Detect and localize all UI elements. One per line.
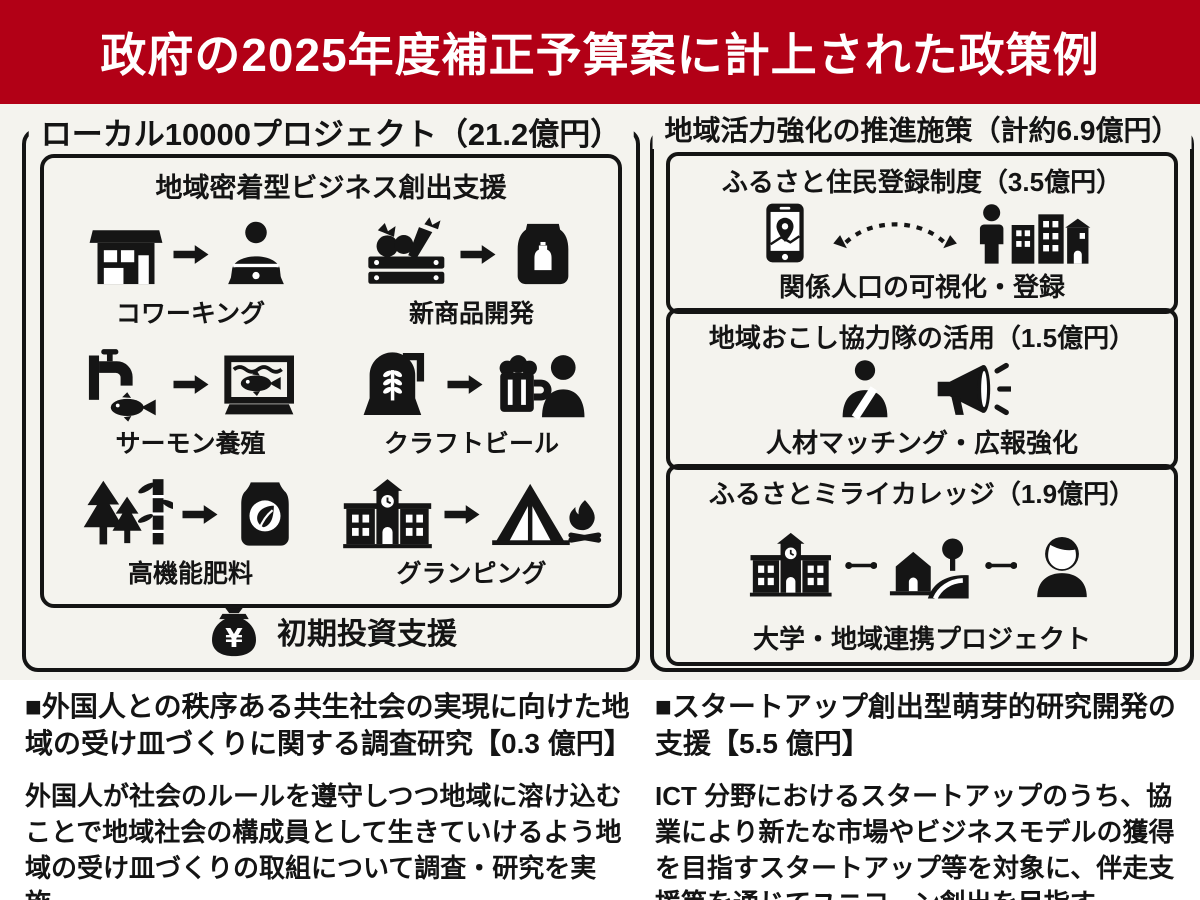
arrow-icon: [444, 504, 480, 524]
title-banner: 政府の2025年度補正予算案に計上された政策例: [0, 0, 1200, 104]
regional-vitality-panel: 地域活力強化の推進施策（計約6.9億円） ふるさと住民登録制度（3.5億円）: [650, 109, 1194, 672]
smartphone-map-icon: [766, 203, 804, 263]
regional-vitality-panel-title: 地域活力強化の推進施策（計約6.9億円）: [652, 109, 1192, 149]
note-heading: ■スタートアップ創出型萌芽的研究開発の支援【5.5 億円】: [655, 691, 1176, 760]
resident-registration-box: ふるさと住民登録制度（3.5億円）: [666, 152, 1178, 314]
item-label: グランピング: [396, 560, 547, 588]
item-label: サーモン養殖: [115, 430, 266, 458]
money-bag-icon: ¥: [212, 605, 256, 657]
box-title: ふるさとミライカレッジ（1.9億円）: [708, 479, 1136, 509]
cooperation-corps-box: 地域おこし協力隊の活用（1.5億円） 人材マッチング: [666, 308, 1178, 470]
business-support-title: 地域密着型ビジネス創出支援: [155, 173, 507, 203]
note-startup-support: ■スタートアップ創出型萌芽的研究開発の支援【5.5 億円】 ICT 分野における…: [655, 688, 1189, 900]
arrow-icon: [182, 504, 218, 524]
university-icon: [749, 532, 832, 597]
arrow-icon: [447, 374, 483, 394]
list-item: 高機能肥料: [50, 468, 331, 598]
note-body: 外国人が社会のルールを遵守しつつ地域に溶け込むことで地域社会の構成員として生きて…: [25, 781, 622, 900]
box-caption: 関係人口の可視化・登録: [778, 272, 1065, 302]
notes-area: ■外国人との秩序ある共生社会の実現に向けた地域の受け皿づくりに関する調査研究【0…: [0, 680, 1200, 900]
list-item: コワーキング: [50, 208, 331, 338]
page-title: 政府の2025年度補正予算案に計上された政策例: [100, 29, 1100, 81]
initial-investment-row: ¥ 初期投資支援: [26, 602, 636, 660]
box-title: ふるさと住民登録制度（3.5億円）: [721, 167, 1123, 197]
link-connector-icon: [844, 561, 877, 569]
arrow-icon: [460, 244, 496, 264]
storefront-icon: [89, 230, 162, 285]
megaphone-icon: [937, 362, 1011, 416]
tent-campfire-icon: [492, 483, 602, 546]
initial-investment-label: 初期投資支援: [277, 618, 457, 651]
list-item: クラフトビール: [331, 338, 612, 468]
village-icon: [889, 538, 969, 600]
business-examples-grid: コワーキング: [50, 208, 612, 598]
item-label: 新商品開発: [408, 300, 534, 328]
note-foreign-residents: ■外国人との秩序ある共生社会の実現に向けた地域の受け皿づくりに関する調査研究【0…: [25, 688, 639, 900]
box-caption: 人材マッチング・広報強化: [765, 428, 1078, 458]
mirai-college-box: ふるさとミライカレッジ（1.9億円）: [666, 464, 1178, 666]
beer-person-icon: [499, 355, 585, 418]
faucet-fish-icon: [89, 349, 156, 422]
forest-bamboo-icon: [83, 479, 173, 545]
list-item: グランピング: [331, 468, 612, 598]
box-caption: 大学・地域連携プロジェクト: [752, 624, 1091, 654]
brew-tank-icon: [363, 352, 424, 416]
note-body: ICT 分野におけるスタートアップのうち、協業により新たな市場やビジネスモデルの…: [655, 781, 1175, 900]
product-package-icon: [517, 223, 569, 285]
item-label: コワーキング: [115, 300, 266, 328]
list-item: サーモン養殖: [50, 338, 331, 468]
local10000-panel: ローカル10000プロジェクト（21.2億円） 地域密着型ビジネス創出支援: [22, 109, 640, 672]
diagram-area: ローカル10000プロジェクト（21.2億円） 地域密着型ビジネス創出支援: [0, 104, 1200, 680]
fish-tank-icon: [223, 355, 294, 415]
item-label: クラフトビール: [383, 430, 559, 458]
list-item: 新商品開発: [331, 208, 612, 338]
student-icon: [1037, 537, 1087, 598]
volunteer-person-icon: [842, 360, 888, 420]
link-connector-icon: [984, 561, 1017, 569]
svg-text:¥: ¥: [225, 623, 243, 653]
business-support-box: 地域密着型ビジネス創出支援: [40, 154, 622, 608]
local10000-panel-title: ローカル10000プロジェクト（21.2億円）: [28, 109, 634, 154]
arrow-icon: [173, 374, 208, 394]
school-building-icon: [343, 479, 432, 549]
note-heading: ■外国人との秩序ある共生社会の実現に向けた地域の受け皿づくりに関する調査研究【0…: [25, 691, 632, 760]
box-title: 地域おこし協力隊の活用（1.5億円）: [708, 323, 1136, 353]
arrow-icon: [173, 244, 208, 264]
person-laptop-icon: [227, 221, 284, 285]
resident-town-icon: [980, 204, 1091, 264]
item-label: 高機能肥料: [127, 560, 253, 588]
dotted-link-arrows-icon: [833, 222, 958, 249]
vegetable-crate-icon: [368, 217, 445, 284]
fertilizer-bag-icon: [241, 482, 289, 546]
